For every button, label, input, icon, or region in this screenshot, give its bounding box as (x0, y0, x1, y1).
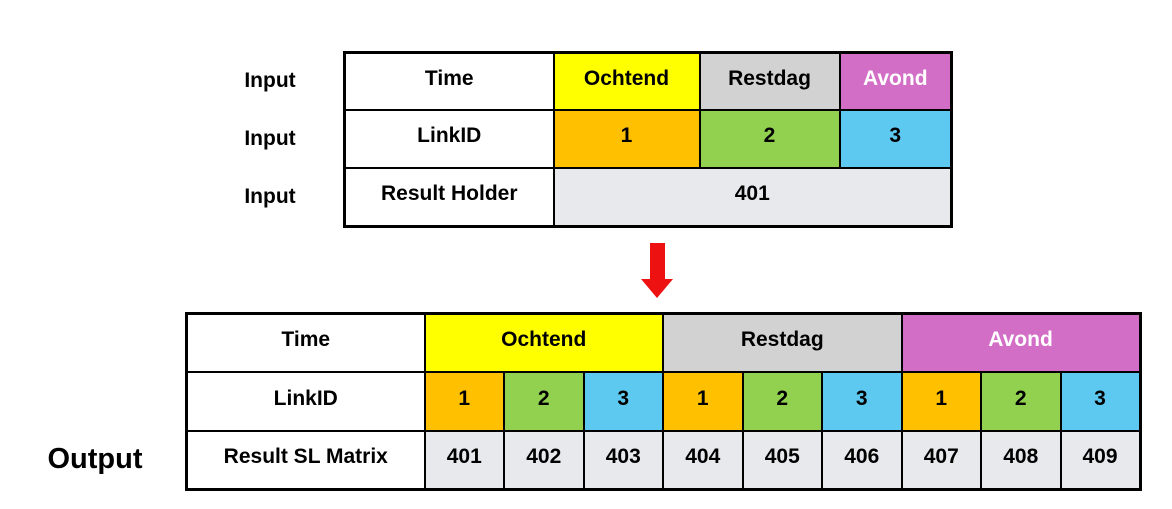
output-linkid-cell: 3 (582, 370, 664, 432)
output-linkid-cell: 2 (741, 370, 823, 432)
input-row-label-1: Input (244, 69, 296, 92)
output-linkid-cell: 2 (503, 370, 585, 432)
input-row-label-3: Input (244, 185, 296, 208)
output-linkid-cell: 2 (980, 370, 1062, 432)
output-linkid-cell: 1 (662, 370, 744, 432)
output-linkid-cell: 3 (1059, 370, 1141, 432)
output-result-cell: 404 (662, 429, 744, 491)
down-arrow-stem (650, 243, 665, 279)
output-time-group-restdag: Restdag (662, 312, 903, 373)
output-linkid-cell: 1 (423, 370, 505, 432)
input-linkid-cell-1: 1 (552, 108, 701, 169)
output-label: Output (47, 443, 143, 475)
output-table-linkid-row: LinkID 1 2 3 1 2 3 1 2 3 (185, 370, 1141, 432)
output-result-cell: 403 (582, 429, 664, 491)
output-header-linkid: LinkID (185, 370, 426, 432)
output-linkid-cell: 1 (900, 370, 982, 432)
output-table: Time Ochtend Restdag Avond LinkID 1 2 3 … (185, 312, 1142, 491)
output-header-time: Time (185, 312, 426, 373)
output-result-cell: 407 (900, 429, 982, 491)
output-linkid-cell: 3 (821, 370, 903, 432)
input-table-time-row: Time Ochtend Restdag Avond (343, 51, 953, 111)
down-arrow-icon (641, 243, 674, 298)
output-table-result-row: Result SL Matrix 401 402 403 404 405 406… (185, 429, 1141, 491)
output-time-group-ochtend: Ochtend (423, 312, 664, 373)
input-time-cell-avond: Avond (838, 51, 953, 111)
input-table-result-row: Result Holder 401 (343, 166, 953, 228)
input-linkid-cell-3: 3 (838, 108, 953, 169)
input-time-cell-restdag: Restdag (698, 51, 841, 111)
output-result-cell: 409 (1059, 429, 1141, 491)
output-time-group-avond: Avond (900, 312, 1141, 373)
input-table: Time Ochtend Restdag Avond LinkID 1 2 3 … (343, 51, 953, 228)
input-row-label-2: Input (244, 127, 296, 150)
output-result-cell: 405 (741, 429, 823, 491)
output-header-result-sl-matrix: Result SL Matrix (185, 429, 426, 491)
input-header-linkid: LinkID (343, 108, 555, 169)
output-result-cell: 402 (503, 429, 585, 491)
output-result-cell: 408 (980, 429, 1062, 491)
output-table-time-row: Time Ochtend Restdag Avond (185, 312, 1141, 373)
input-header-result-holder: Result Holder (343, 166, 555, 228)
input-header-time: Time (343, 51, 555, 111)
input-time-cell-ochtend: Ochtend (552, 51, 701, 111)
output-result-cell: 406 (821, 429, 903, 491)
input-linkid-cell-2: 2 (698, 108, 841, 169)
input-result-holder-cell: 401 (552, 166, 953, 228)
input-table-linkid-row: LinkID 1 2 3 (343, 108, 953, 169)
output-result-cell: 401 (423, 429, 505, 491)
down-arrow-head (641, 279, 673, 298)
